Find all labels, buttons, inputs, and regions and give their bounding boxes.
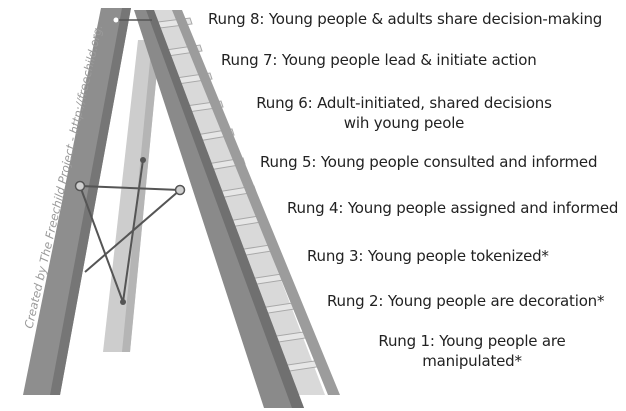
rung-7-label: Rung 7: Young people lead & initiate act… xyxy=(221,51,537,69)
rung-2-label: Rung 2: Young people are decoration* xyxy=(327,292,605,310)
ladder-brace-pivot xyxy=(120,299,126,305)
ladder-far-right-rail xyxy=(172,10,340,395)
rung-4-label: Rung 4: Young people assigned and inform… xyxy=(287,199,619,217)
ladder-front-right-rail-edge xyxy=(146,10,304,408)
rung-1-label-line-1: Rung 1: Young people are xyxy=(378,332,566,350)
ladder-back-rail-edge xyxy=(122,40,160,352)
rung-6-label: Rung 6: Adult-initiated, shared decision… xyxy=(252,93,556,133)
ladder-brace-hinge xyxy=(174,184,186,196)
rung-6-label-line-2: wih young peole xyxy=(343,114,465,132)
rung-5-label: Rung 5: Young people consulted and infor… xyxy=(260,153,598,171)
ladder-brace-pivot xyxy=(140,157,146,163)
rung-1-label: Rung 1: Young people are manipulated* xyxy=(376,331,568,371)
rung-3-label: Rung 3: Young people tokenized* xyxy=(307,247,549,265)
ladder-front-left-rail-edge xyxy=(50,8,131,395)
rung-1-label-line-2: manipulated* xyxy=(422,352,522,370)
ladder-brace-hinge xyxy=(74,180,86,192)
rung-8-label: Rung 8: Young people & adults share deci… xyxy=(208,10,603,28)
ladder-top-bolt xyxy=(113,17,119,23)
rung-6-label-line-1: Rung 6: Adult-initiated, shared decision… xyxy=(256,94,552,112)
ladder-cross-braces xyxy=(79,159,181,303)
